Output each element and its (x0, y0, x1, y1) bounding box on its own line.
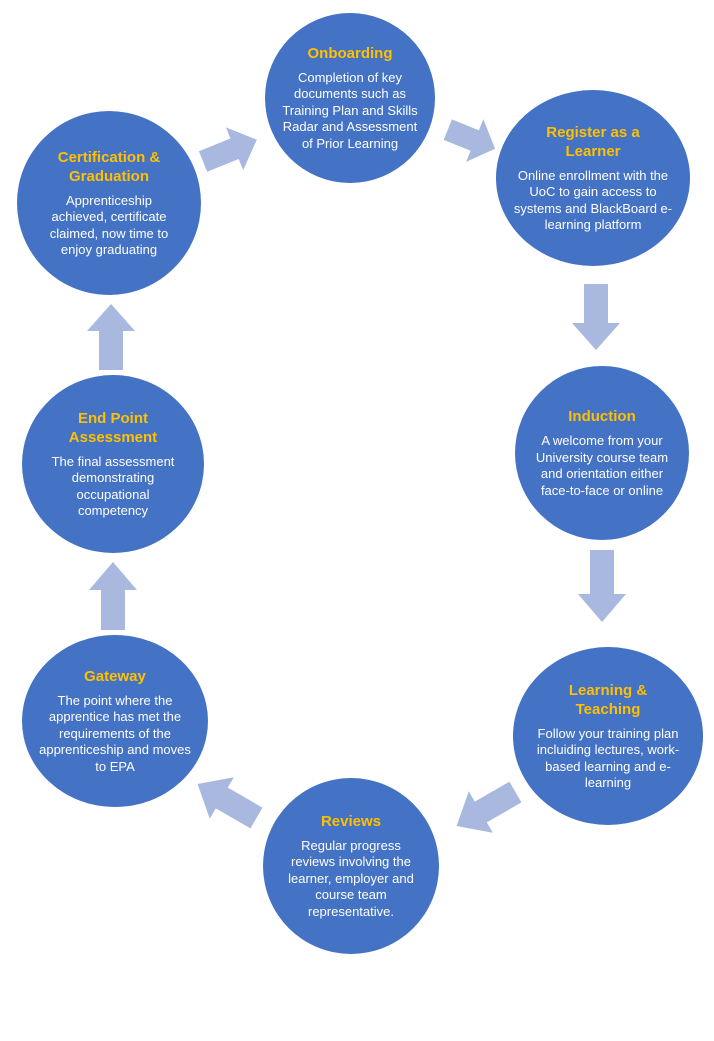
block-arrow-icon (198, 127, 257, 172)
arrow-induction-to-learning (578, 550, 626, 622)
block-arrow-icon (87, 304, 135, 370)
stage-learning-and-teaching: Learning & Teaching Follow your training… (513, 647, 703, 825)
stage-description: The point where the apprentice has met t… (39, 692, 191, 774)
stage-title: Register as a Learner (546, 123, 640, 160)
stage-description: Apprenticeship achieved, certificate cla… (49, 192, 169, 258)
stage-title: Induction (568, 408, 636, 425)
stage-title: Onboarding (307, 44, 393, 62)
arrow-epa-to-certification (87, 304, 135, 370)
block-arrow-icon (572, 284, 620, 350)
stage-description: Follow your training plan incluiding lec… (536, 725, 680, 791)
stage-onboarding: Onboarding Completion of key documents s… (265, 13, 435, 183)
block-arrow-icon (197, 777, 263, 829)
block-arrow-icon (578, 550, 626, 622)
stage-title: Certification & Graduation (57, 148, 161, 185)
arrow-register-to-induction (572, 284, 620, 350)
stage-title: End Point Assessment (68, 409, 158, 446)
stage-title: Reviews (320, 812, 382, 830)
stage-description: Completion of key documents such as Trai… (282, 69, 418, 151)
stage-reviews: Reviews Regular progress reviews involvi… (263, 778, 439, 954)
arrow-certification-to-onboarding (198, 127, 257, 172)
stage-end-point-assessment: End Point Assessment The final assessmen… (22, 375, 204, 553)
arrow-gateway-to-epa (89, 562, 137, 630)
stage-induction: Induction A welcome from your University… (515, 366, 689, 540)
arrow-reviews-to-gateway (197, 777, 263, 829)
stage-register-as-learner: Register as a Learner Online enrollment … (496, 90, 690, 266)
arrow-learning-to-reviews (456, 781, 522, 833)
block-arrow-icon (89, 562, 137, 630)
stage-certification-and-graduation: Certification & Graduation Apprenticeshi… (17, 111, 201, 295)
arrow-onboarding-to-register (443, 119, 496, 162)
stage-description: A welcome from your University course te… (535, 433, 669, 498)
stage-description: Online enrollment with the UoC to gain a… (513, 167, 673, 233)
stage-description: The final assessment demonstrating occup… (51, 453, 175, 519)
block-arrow-icon (443, 119, 496, 162)
stage-description: Regular progress reviews involving the l… (288, 837, 414, 919)
block-arrow-icon (456, 781, 522, 833)
stage-title: Learning & Teaching (568, 681, 648, 718)
stage-title: Gateway (84, 667, 146, 685)
stage-gateway: Gateway The point where the apprentice h… (22, 635, 208, 807)
